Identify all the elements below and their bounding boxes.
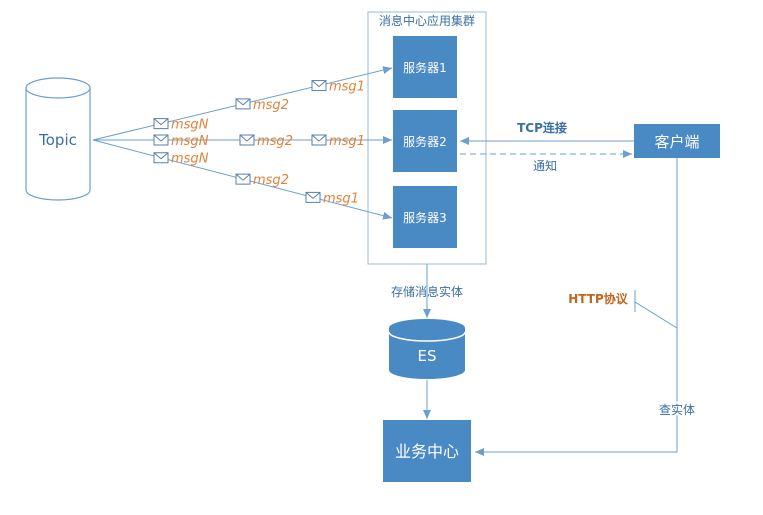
message-1-2: msg2 [235, 98, 289, 113]
message-label: msg2 [253, 173, 289, 188]
envelope-icon [311, 80, 327, 92]
message-label: msg1 [329, 80, 365, 95]
envelope-icon [311, 134, 327, 146]
message-label: msgN [171, 118, 209, 133]
envelope-icon [153, 118, 169, 130]
query-label: 查实体 [659, 402, 695, 417]
es-cylinder: ES [388, 319, 466, 379]
topic-cylinder: Topic [25, 77, 91, 201]
message-label: msg1 [323, 191, 359, 206]
message-3-2: msg2 [235, 173, 289, 188]
client-label: 客户端 [654, 133, 699, 151]
envelope-icon [239, 134, 255, 146]
message-label: msg2 [257, 134, 293, 149]
server-1-label: 服务器1 [403, 60, 447, 75]
server-3-box [393, 186, 457, 248]
message-3-3: msg1 [305, 191, 359, 206]
message-2-2: msg2 [239, 134, 293, 149]
http-label: HTTP协议 [568, 291, 628, 306]
tcp-label: TCP连接 [517, 120, 567, 135]
message-2-3: msg1 [311, 134, 365, 149]
message-label: msgN [171, 152, 209, 167]
query-line [475, 158, 678, 456]
client-box [634, 124, 720, 158]
message-2-1: msgN [153, 134, 209, 149]
message-layer: msgN msg2 msg1 msgN msg2 msg1 msgN msg2 msg1 [153, 80, 365, 206]
topic-label: Topic [38, 131, 77, 149]
server-3-label: 服务器3 [403, 210, 447, 225]
notify-label: 通知 [533, 159, 557, 173]
envelope-icon [305, 191, 321, 203]
business-center-label: 业务中心 [395, 442, 459, 461]
server-2-box [393, 110, 457, 172]
envelope-icon [235, 98, 251, 110]
message-3-1: msgN [153, 152, 209, 167]
business-center-box [383, 420, 471, 482]
store-label: 存储消息实体 [391, 284, 463, 299]
server-1-box [393, 36, 457, 98]
message-label: msgN [171, 134, 209, 149]
envelope-icon [153, 152, 169, 164]
message-1-3: msg1 [311, 80, 365, 95]
server-group: 服务器1 服务器2 服务器3 [393, 36, 457, 248]
http-protocol-leader [634, 301, 678, 329]
message-1-1: msgN [153, 118, 209, 133]
server-2-label: 服务器2 [403, 134, 447, 149]
envelope-icon [153, 134, 169, 146]
envelope-icon [235, 173, 251, 185]
es-label: ES [418, 347, 437, 365]
message-label: msg2 [253, 98, 289, 113]
message-label: msg1 [329, 134, 365, 149]
cluster-title: 消息中心应用集群 [379, 13, 475, 28]
